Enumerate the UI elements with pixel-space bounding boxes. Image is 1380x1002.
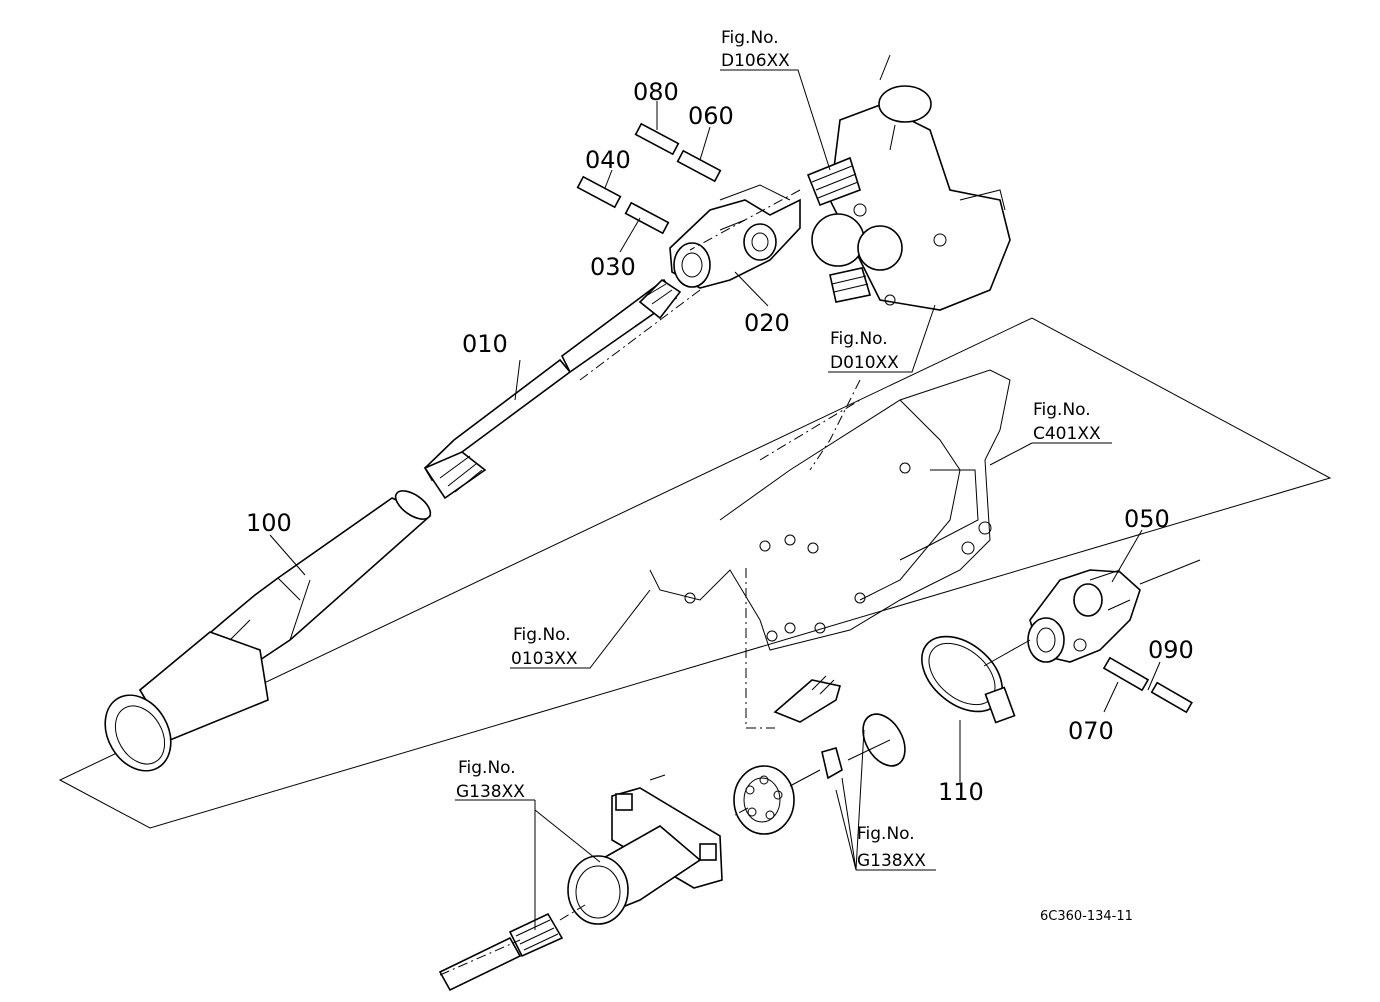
part-label-090: 090 bbox=[1148, 636, 1194, 664]
roll-pins-upper bbox=[576, 122, 722, 235]
part-label-040: 040 bbox=[585, 146, 631, 174]
fig-code-g138-left: G138XX bbox=[456, 782, 525, 802]
part-label-080: 080 bbox=[633, 78, 679, 106]
part-label-100: 100 bbox=[246, 509, 292, 537]
roll-pins-lower bbox=[1102, 656, 1193, 714]
fig-label-o103: Fig.No. bbox=[513, 625, 571, 645]
part-label-070: 070 bbox=[1068, 717, 1114, 745]
fig-code-g138-right: G138XX bbox=[857, 851, 926, 871]
axis-lines bbox=[439, 189, 1201, 976]
hose-clamp-110 bbox=[921, 635, 1016, 724]
fig-code-o103: 0103XX bbox=[511, 649, 578, 669]
fig-label-d010: Fig.No. bbox=[830, 329, 888, 349]
universal-joint-020 bbox=[669, 184, 801, 289]
snap-ring bbox=[862, 713, 906, 767]
leader-lines bbox=[269, 69, 1161, 930]
steering-shaft-010 bbox=[423, 278, 682, 500]
fig-label-d106: Fig.No. bbox=[721, 28, 779, 48]
lower-spline-shaft bbox=[438, 912, 564, 992]
fig-label-g138-left: Fig.No. bbox=[458, 758, 516, 778]
steering-valve-block bbox=[806, 54, 1011, 311]
transmission-case bbox=[649, 369, 1011, 651]
universal-joint-050 bbox=[1027, 569, 1141, 663]
steering-column-100 bbox=[104, 490, 432, 772]
fitting bbox=[773, 675, 842, 723]
fig-label-c401: Fig.No. bbox=[1033, 400, 1091, 420]
retaining-ring bbox=[821, 747, 843, 780]
part-label-050: 050 bbox=[1124, 505, 1170, 533]
assembly-frame bbox=[58, 317, 1332, 829]
fig-code-d010: D010XX bbox=[830, 353, 899, 373]
fig-label-g138-right: Fig.No. bbox=[857, 824, 915, 844]
part-label-110: 110 bbox=[938, 778, 984, 806]
part-label-020: 020 bbox=[744, 309, 790, 337]
part-label-060: 060 bbox=[688, 102, 734, 130]
bearing bbox=[733, 765, 795, 835]
drawing-code: 6C360-134-11 bbox=[1040, 909, 1133, 924]
part-label-010: 010 bbox=[462, 330, 508, 358]
part-label-030: 030 bbox=[590, 253, 636, 281]
bearing-housing bbox=[567, 787, 723, 925]
fig-code-d106: D106XX bbox=[721, 51, 790, 71]
fig-code-c401: C401XX bbox=[1033, 424, 1101, 444]
